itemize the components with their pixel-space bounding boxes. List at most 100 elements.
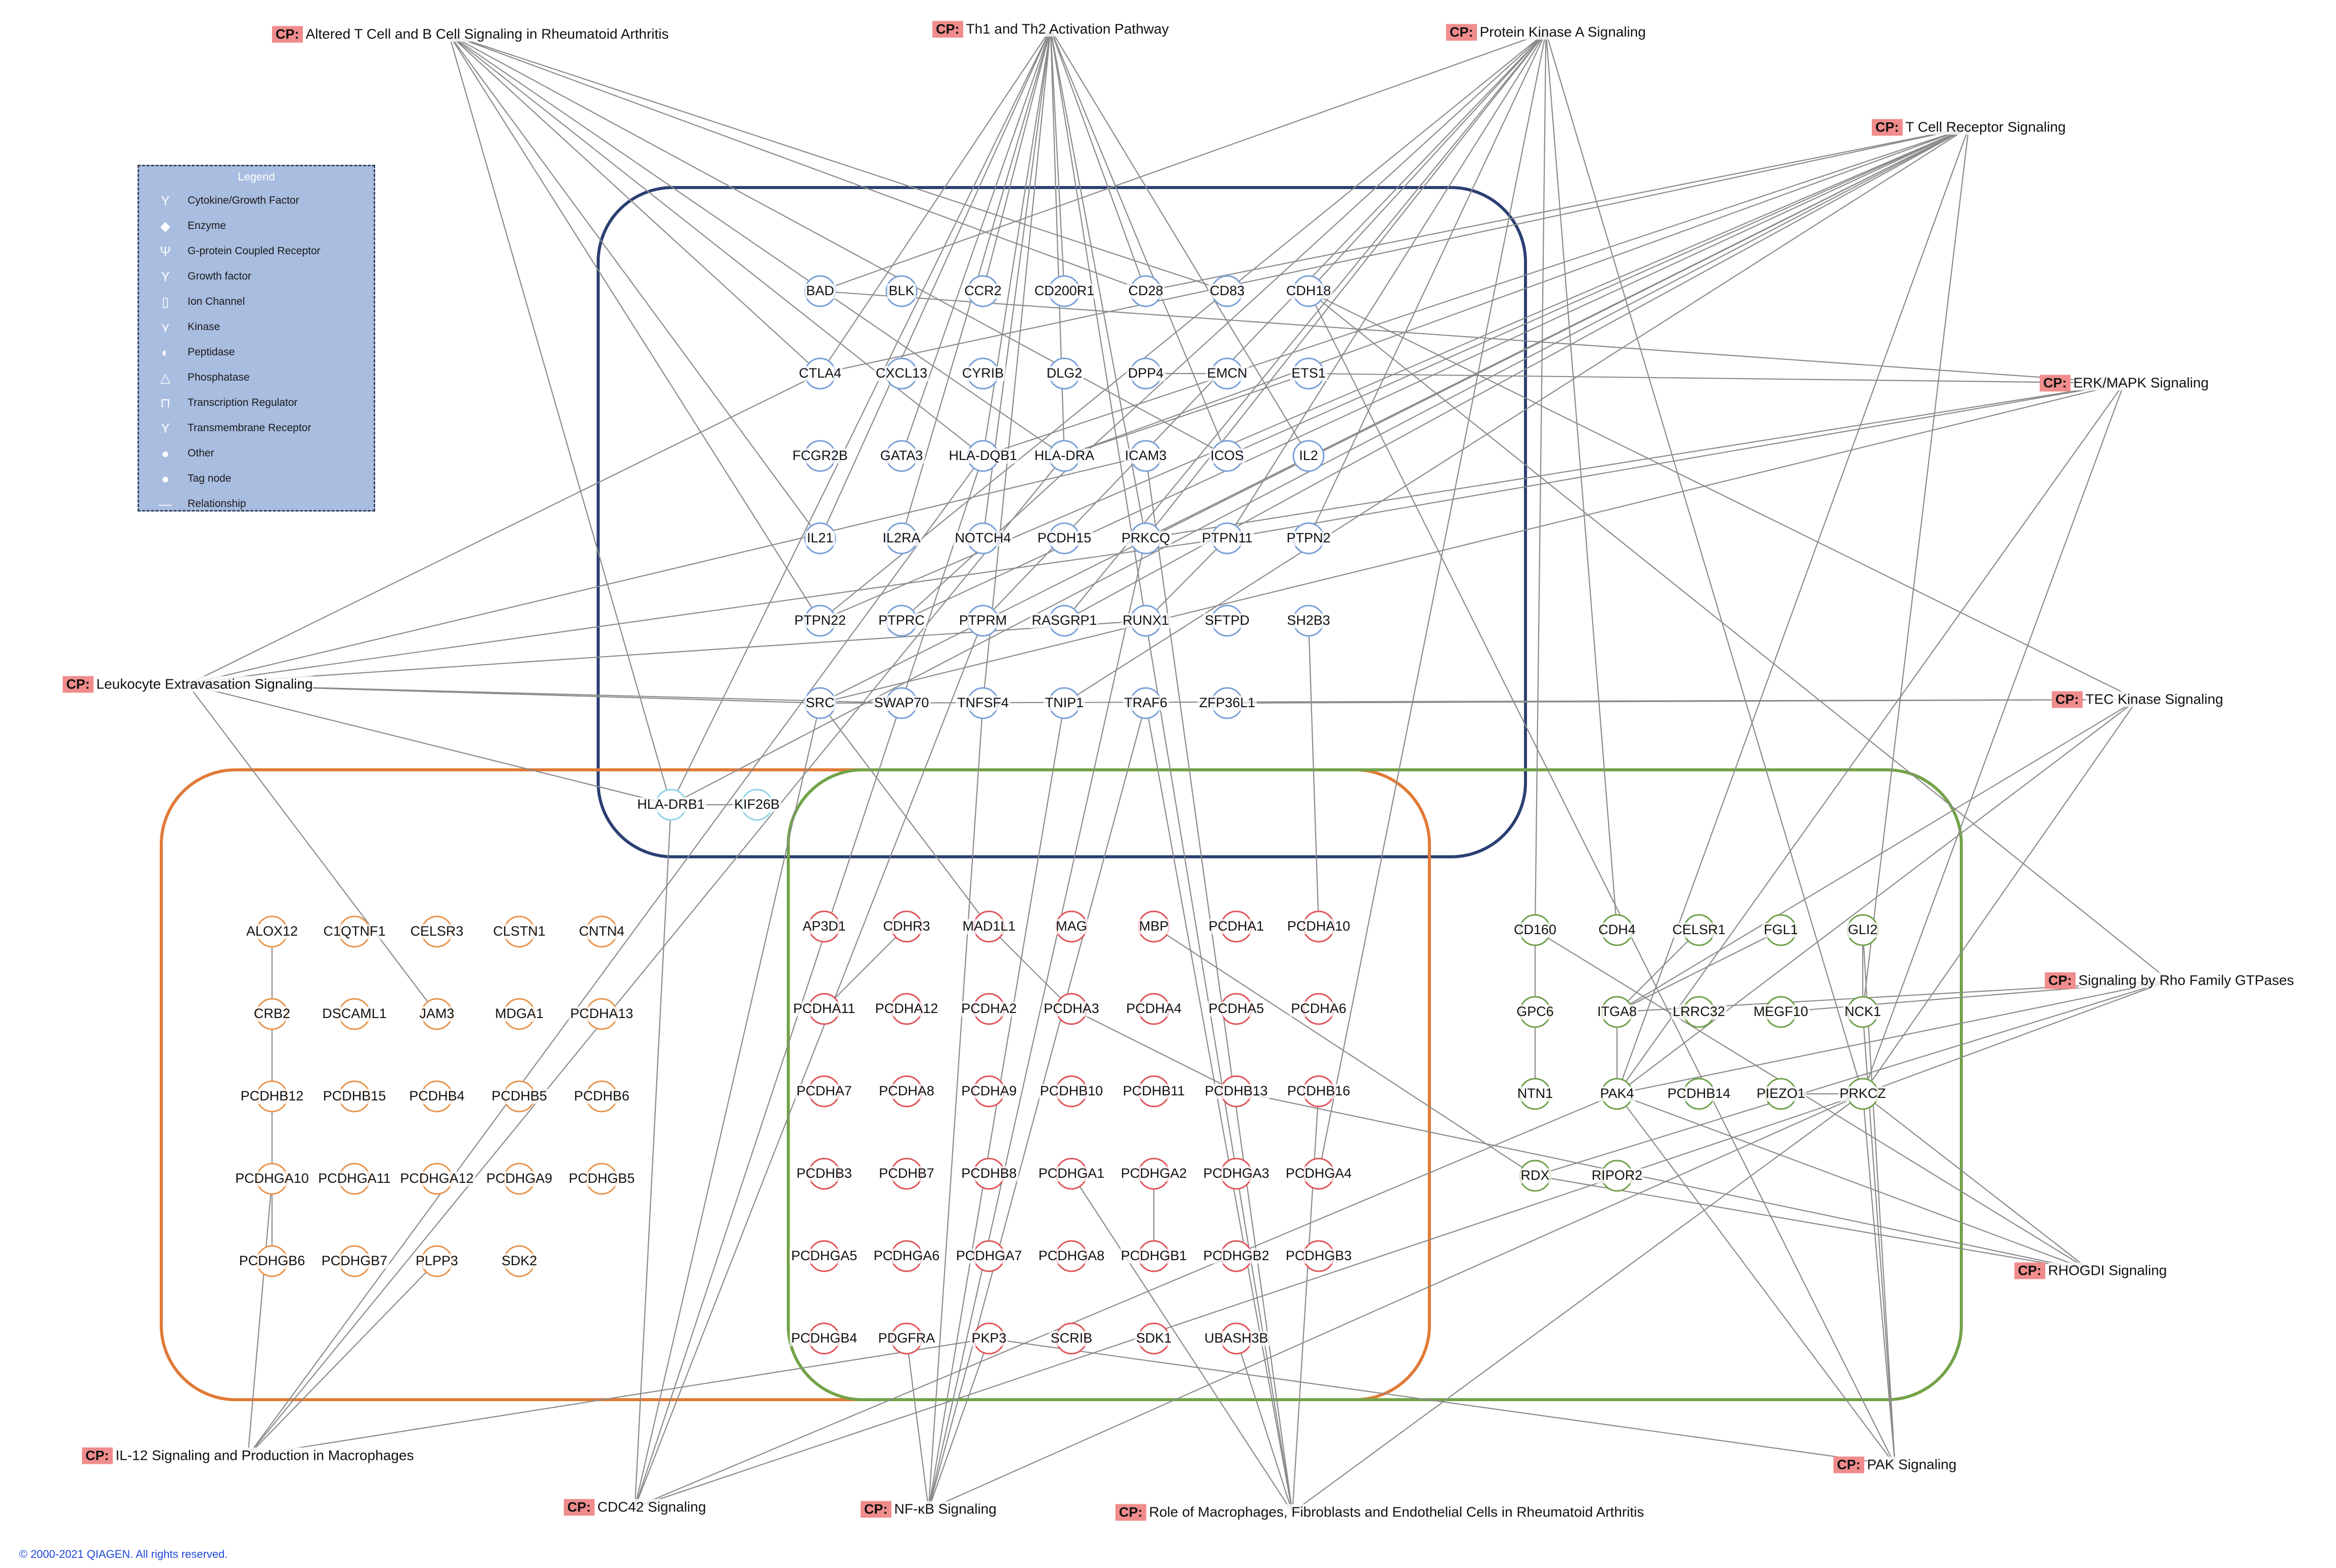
node-pcdhgb4[interactable]: PCDHGB4 (789, 1330, 859, 1346)
pathway-pak[interactable]: CP:PAK Signaling (1833, 1456, 1957, 1473)
node-ccr2[interactable]: CCR2 (963, 283, 1003, 299)
node-il21[interactable]: IL21 (805, 530, 835, 546)
node-dpp4[interactable]: DPP4 (1126, 365, 1165, 381)
node-ptpn22[interactable]: PTPN22 (792, 613, 848, 628)
node-pkp3[interactable]: PKP3 (970, 1330, 1008, 1346)
node-swap70[interactable]: SWAP70 (872, 695, 931, 711)
node-pcdhga6[interactable]: PCDHGA6 (872, 1248, 941, 1264)
node-pcdhb11[interactable]: PCDHB11 (1121, 1083, 1187, 1099)
node-dscaml1[interactable]: DSCAML1 (321, 1006, 388, 1022)
node-pdgfra[interactable]: PDGFRA (876, 1330, 937, 1346)
pathway-altered[interactable]: CP:Altered T Cell and B Cell Signaling i… (272, 26, 669, 43)
node-mbp[interactable]: MBP (1137, 918, 1171, 934)
node-c1qtnf1[interactable]: C1QTNF1 (322, 924, 387, 939)
node-pcdha12[interactable]: PCDHA12 (873, 1001, 940, 1017)
node-itga8[interactable]: ITGA8 (1595, 1004, 1639, 1020)
node-notch4[interactable]: NOTCH4 (953, 530, 1013, 546)
node-fgl1[interactable]: FGL1 (1762, 922, 1800, 938)
node-kif26b[interactable]: KIF26B (732, 797, 782, 812)
node-jam3[interactable]: JAM3 (418, 1006, 456, 1022)
node-pcdhgb3[interactable]: PCDHGB3 (1284, 1248, 1354, 1264)
node-pcdhb16[interactable]: PCDHB16 (1285, 1083, 1352, 1099)
node-ptpn11[interactable]: PTPN11 (1200, 530, 1254, 546)
node-pcdha3[interactable]: PCDHA3 (1042, 1001, 1101, 1017)
node-cd160[interactable]: CD160 (1512, 922, 1558, 938)
node-rdx[interactable]: RDX (1519, 1168, 1551, 1183)
node-crb2[interactable]: CRB2 (252, 1006, 292, 1022)
node-ubash3b[interactable]: UBASH3B (1202, 1330, 1270, 1346)
node-dlg2[interactable]: DLG2 (1045, 365, 1084, 381)
node-cxcl13[interactable]: CXCL13 (874, 365, 929, 381)
node-tnip1[interactable]: TNIP1 (1043, 695, 1086, 711)
node-pcdha8[interactable]: PCDHA8 (877, 1083, 936, 1099)
node-ap3d1[interactable]: AP3D1 (801, 918, 847, 934)
node-pcdhb4[interactable]: PCDHB4 (408, 1088, 466, 1104)
node-pcdhb7[interactable]: PCDHB7 (877, 1166, 936, 1181)
node-pcdhga11[interactable]: PCDHGA11 (317, 1171, 392, 1186)
node-pcdha13[interactable]: PCDHA13 (568, 1006, 635, 1022)
node-piezo1[interactable]: PIEZO1 (1755, 1086, 1807, 1101)
node-scrib[interactable]: SCRIB (1049, 1330, 1094, 1346)
node-pcdha6[interactable]: PCDHA6 (1289, 1001, 1348, 1017)
pathway-pka[interactable]: CP:Protein Kinase A Signaling (1446, 24, 1646, 41)
node-sh2b3[interactable]: SH2B3 (1285, 613, 1332, 628)
node-pcdhga5[interactable]: PCDHGA5 (789, 1248, 859, 1264)
node-mdga1[interactable]: MDGA1 (493, 1006, 546, 1022)
node-il2[interactable]: IL2 (1297, 448, 1320, 464)
pathway-th1th2[interactable]: CP:Th1 and Th2 Activation Pathway (932, 21, 1169, 38)
node-sftpd[interactable]: SFTPD (1203, 613, 1251, 628)
node-ptprc[interactable]: PTPRC (877, 613, 926, 628)
node-hla-drb1[interactable]: HLA-DRB1 (636, 797, 706, 812)
node-pcdhga8[interactable]: PCDHGA8 (1037, 1248, 1106, 1264)
node-nck1[interactable]: NCK1 (1843, 1004, 1883, 1020)
node-pcdhb15[interactable]: PCDHB15 (321, 1088, 388, 1104)
node-gli2[interactable]: GLI2 (1846, 922, 1879, 938)
node-pcdhga3[interactable]: PCDHGA3 (1201, 1166, 1271, 1181)
node-prkcz[interactable]: PRKCZ (1838, 1086, 1888, 1101)
node-sdk1[interactable]: SDK1 (1134, 1330, 1174, 1346)
node-celsr1[interactable]: CELSR1 (1671, 922, 1727, 938)
node-cdh4[interactable]: CDH4 (1597, 922, 1637, 938)
node-pcdhgb2[interactable]: PCDHGB2 (1201, 1248, 1271, 1264)
node-emcn[interactable]: EMCN (1205, 365, 1249, 381)
node-icos[interactable]: ICOS (1208, 448, 1246, 464)
node-pcdhb6[interactable]: PCDHB6 (572, 1088, 631, 1104)
pathway-tcr[interactable]: CP:T Cell Receptor Signaling (1872, 119, 2066, 136)
node-cdhr3[interactable]: CDHR3 (881, 918, 932, 934)
node-pcdhb10[interactable]: PCDHB10 (1038, 1083, 1105, 1099)
node-mad1l1[interactable]: MAD1L1 (961, 918, 1017, 934)
node-hla-dra[interactable]: HLA-DRA (1032, 448, 1096, 464)
node-pcdhga12[interactable]: PCDHGA12 (398, 1171, 475, 1186)
node-src[interactable]: SRC (804, 695, 836, 711)
node-traf6[interactable]: TRAF6 (1122, 695, 1169, 711)
node-pcdha7[interactable]: PCDHA7 (795, 1083, 853, 1099)
node-blk[interactable]: BLK (887, 283, 916, 299)
node-alox12[interactable]: ALOX12 (244, 924, 300, 939)
node-pcdh15[interactable]: PCDH15 (1036, 530, 1093, 546)
node-runx1[interactable]: RUNX1 (1121, 613, 1171, 628)
node-fcgr2b[interactable]: FCGR2B (791, 448, 849, 464)
node-bad[interactable]: BAD (804, 283, 836, 299)
node-cdh18[interactable]: CDH18 (1284, 283, 1333, 299)
node-ripor2[interactable]: RIPOR2 (1590, 1168, 1644, 1183)
node-prkcq[interactable]: PRKCQ (1119, 530, 1172, 546)
node-pcdhga4[interactable]: PCDHGA4 (1284, 1166, 1354, 1181)
node-zfp36l1[interactable]: ZFP36L1 (1197, 695, 1257, 711)
pathway-rho[interactable]: CP:Signaling by Rho Family GTPases (2045, 972, 2294, 989)
node-pcdhga7[interactable]: PCDHGA7 (954, 1248, 1024, 1264)
node-pcdhb5[interactable]: PCDHB5 (490, 1088, 549, 1104)
node-cntn4[interactable]: CNTN4 (577, 924, 626, 939)
pathway-macro[interactable]: CP:Role of Macrophages, Fibroblasts and … (1115, 1504, 1644, 1521)
pathway-nfkb[interactable]: CP:NF-κB Signaling (861, 1501, 997, 1518)
pathway-leuko[interactable]: CP:Leukocyte Extravasation Signaling (63, 676, 313, 693)
node-pak4[interactable]: PAK4 (1598, 1086, 1636, 1101)
node-rasgrp1[interactable]: RASGRP1 (1030, 613, 1099, 628)
node-pcdhb13[interactable]: PCDHB13 (1203, 1083, 1270, 1099)
node-pcdhb3[interactable]: PCDHB3 (795, 1166, 853, 1181)
node-pcdha4[interactable]: PCDHA4 (1125, 1001, 1183, 1017)
node-megf10[interactable]: MEGF10 (1751, 1004, 1810, 1020)
node-il2ra[interactable]: IL2RA (881, 530, 922, 546)
node-pcdha9[interactable]: PCDHA9 (960, 1083, 1018, 1099)
node-pcdhga9[interactable]: PCDHGA9 (484, 1171, 554, 1186)
node-ptpn2[interactable]: PTPN2 (1285, 530, 1332, 546)
